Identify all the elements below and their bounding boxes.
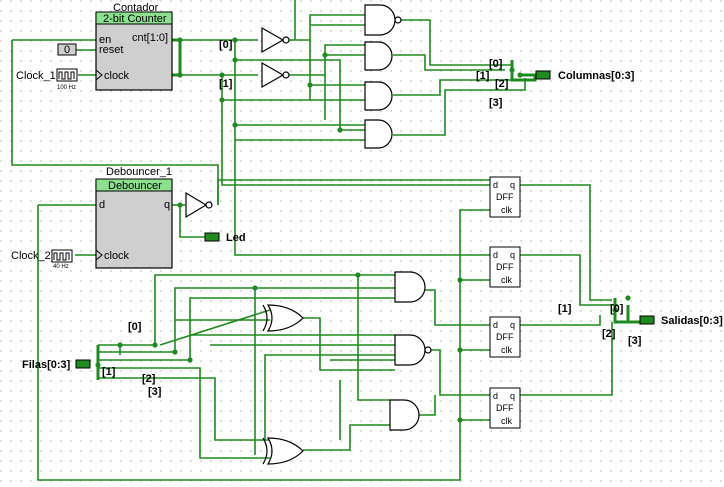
columnas-label: Columnas[0:3]	[558, 70, 635, 82]
and-gate-2	[364, 81, 393, 111]
wire-junctions	[95, 37, 631, 423]
debouncer-header-bg	[95, 178, 173, 192]
and-gate-row0	[394, 271, 426, 303]
clock-triangle-icon	[95, 69, 103, 81]
salidas-output[interactable]: Salidas[0:3]	[639, 315, 723, 327]
debouncer-component[interactable]: Debouncer_1 Debouncer d q clock	[95, 166, 173, 269]
fila-bit3-label: [3]	[148, 386, 162, 398]
svg-text:DFF: DFF	[496, 332, 514, 342]
clock-wave-icon	[58, 71, 75, 80]
sal-bit0-label: [0]	[610, 303, 624, 315]
wires	[11, 0, 640, 481]
svg-text:clk: clk	[501, 345, 512, 355]
not-gates-top	[261, 26, 290, 89]
svg-text:q: q	[510, 320, 515, 330]
xor-gate-1	[266, 437, 304, 465]
sal-bit1-label: [1]	[558, 303, 572, 315]
debouncer-d-pin: d	[99, 199, 105, 211]
counter-output-pin: cnt[1:0]	[132, 32, 168, 44]
counter-component[interactable]: Contador 2-bit Counter en reset clock cn…	[57, 2, 173, 91]
col-bit0-label: [0]	[489, 58, 503, 70]
svg-text:q: q	[510, 391, 515, 401]
col-bit2-label: [2]	[495, 78, 509, 90]
svg-text:q: q	[510, 180, 515, 190]
not-gate-debouncer	[185, 191, 208, 219]
led-output[interactable]: Led	[204, 232, 246, 244]
debouncer-body[interactable]	[95, 179, 173, 269]
clock2-label: Clock_2	[11, 250, 51, 262]
clock-wave-icon	[53, 252, 70, 261]
sal-bit2-label: [2]	[602, 328, 616, 340]
counter-header: 2-bit Counter	[103, 13, 167, 25]
led-pin[interactable]	[204, 232, 220, 242]
not-gate-0	[261, 26, 285, 54]
counter-bit1-label: [1]	[219, 78, 233, 90]
and-gate-0	[364, 4, 396, 36]
xor-gate-0	[266, 304, 304, 332]
dff-2[interactable]: d q DFF clk	[489, 316, 521, 358]
svg-text:d: d	[493, 391, 498, 401]
led-label: Led	[226, 232, 246, 244]
debouncer-q-pin: q	[164, 199, 170, 211]
svg-text:DFF: DFF	[496, 403, 514, 413]
debouncer-header: Debouncer	[108, 180, 162, 192]
fila-bit0-label: [0]	[128, 321, 142, 333]
clock1-label: Clock_1	[16, 70, 56, 82]
col-bit1-label: [1]	[476, 70, 490, 82]
counter-reset-pin: reset	[99, 44, 123, 56]
counter-clock-pin: clock	[104, 70, 130, 82]
dff-0[interactable]: d q DFF clk	[489, 176, 521, 218]
svg-text:d: d	[493, 250, 498, 260]
salidas-label: Salidas[0:3]	[661, 315, 723, 327]
bottom-gates	[262, 271, 432, 465]
dff-1[interactable]: d q DFF clk	[489, 246, 521, 288]
and-gate-row3	[389, 399, 420, 431]
filas-pin[interactable]	[75, 359, 91, 369]
filas-label: Filas[0:3]	[22, 359, 71, 371]
clock1-freq: 100 Hz	[57, 85, 76, 91]
not-gate-1	[261, 61, 285, 89]
clock2-component[interactable]: Clock_2 40 Hz	[11, 249, 73, 270]
counter-header-bg	[95, 11, 173, 25]
dff-3[interactable]: d q DFF clk	[489, 387, 521, 429]
fila-bit2-label: [2]	[142, 373, 156, 385]
svg-text:d: d	[493, 320, 498, 330]
svg-text:clk: clk	[501, 275, 512, 285]
filas-input[interactable]: Filas[0:3]	[22, 359, 91, 371]
columnas-output[interactable]: Columnas[0:3]	[535, 70, 635, 82]
counter-en-pin: en	[99, 34, 111, 46]
svg-text:clk: clk	[501, 205, 512, 215]
debouncer-clock-pin: clock	[104, 250, 130, 262]
svg-text:DFF: DFF	[496, 262, 514, 272]
svg-text:d: d	[493, 180, 498, 190]
svg-text:clk: clk	[501, 416, 512, 426]
fila-bit1-label: [1]	[102, 366, 116, 378]
reset-constant: 0	[64, 44, 70, 56]
clock2-freq: 40 Hz	[53, 264, 69, 270]
clock-triangle-icon	[95, 249, 103, 261]
counter-bit0-label: [0]	[219, 39, 233, 51]
sal-bit3-label: [3]	[628, 335, 642, 347]
svg-text:q: q	[510, 250, 515, 260]
counter-title: Contador	[113, 2, 159, 14]
clock1-component[interactable]: Clock_1 100 Hz	[16, 68, 78, 91]
svg-text:DFF: DFF	[496, 192, 514, 202]
and-gates-top	[364, 4, 402, 149]
counter-body[interactable]	[95, 13, 173, 91]
columnas-pin[interactable]	[535, 70, 551, 80]
debouncer-title: Debouncer_1	[106, 166, 172, 178]
reset-constant-box[interactable]	[57, 43, 77, 56]
and-gate-3	[364, 119, 393, 149]
col-bit3-label: [3]	[489, 97, 503, 109]
and-gate-1	[364, 41, 393, 71]
salidas-pin[interactable]	[639, 315, 655, 325]
and-gate-row2	[394, 334, 426, 366]
